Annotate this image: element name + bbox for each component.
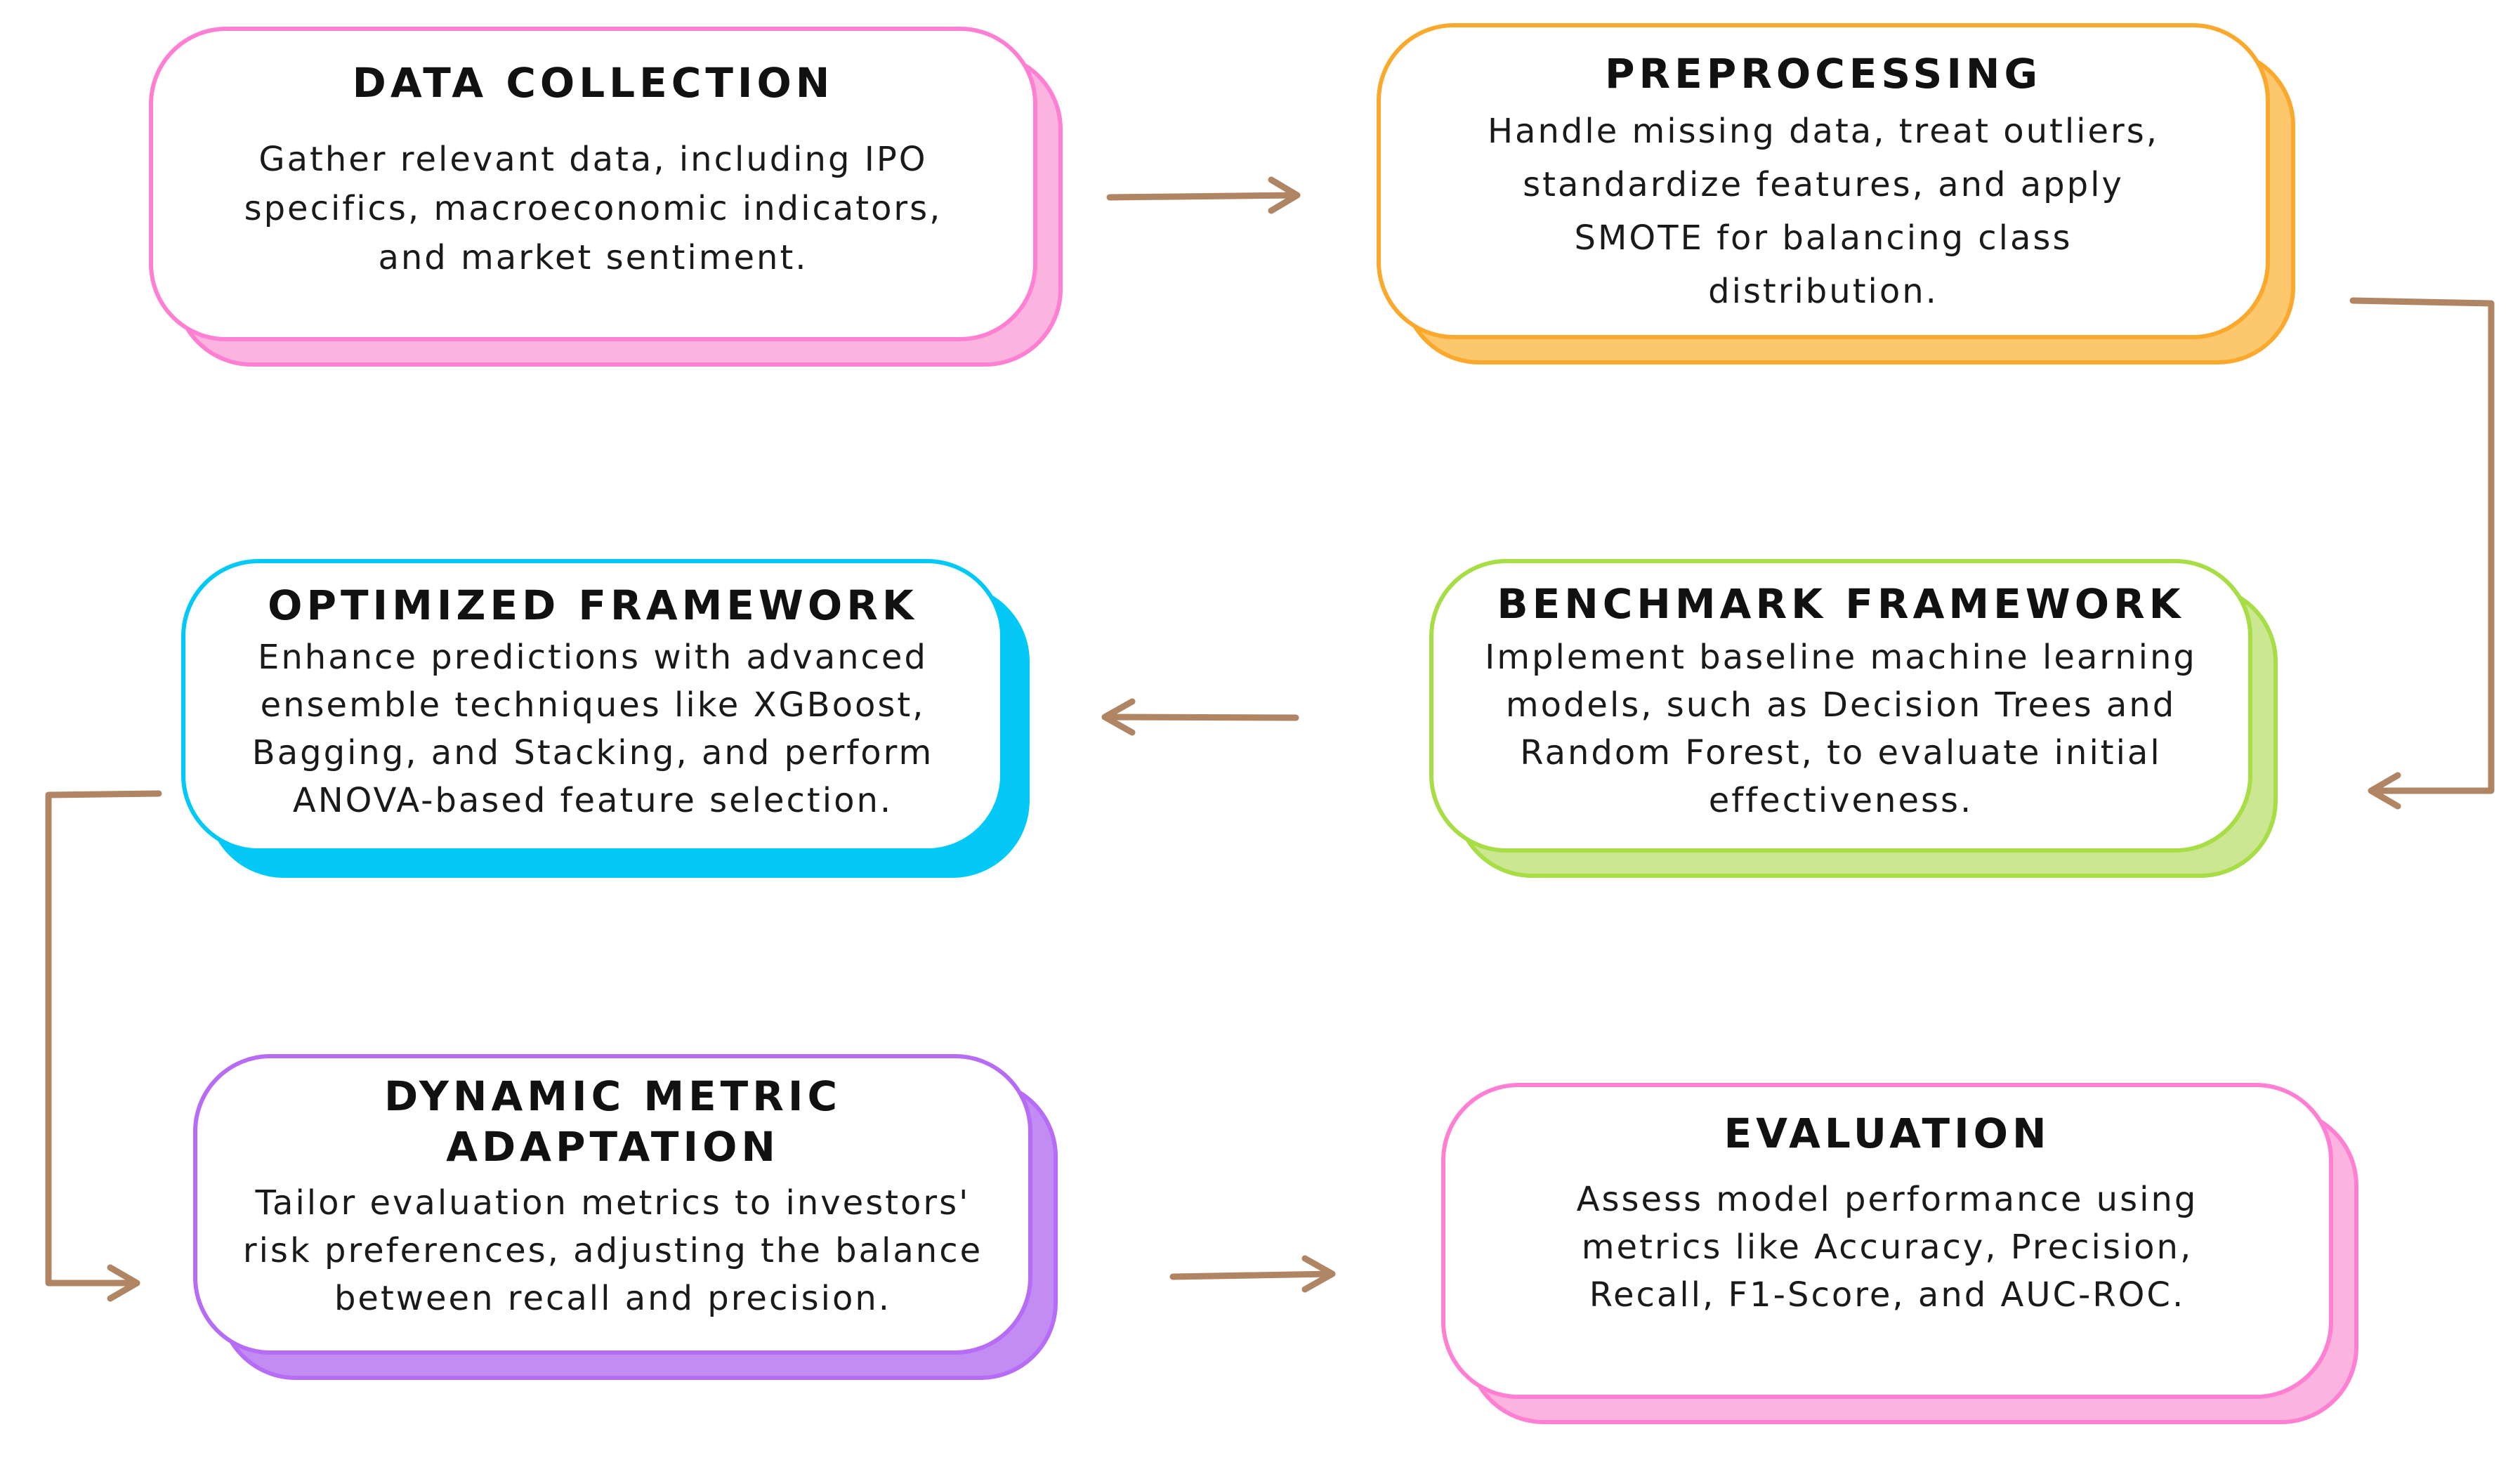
arrow-optimized-to-dynamic — [45, 790, 162, 1302]
arrow-dynamic-to-evaluation — [1169, 1255, 1336, 1293]
step-title: DATA COLLECTION — [352, 59, 834, 107]
step-title: OPTIMIZED FRAMEWORK — [268, 581, 918, 629]
arrow-preprocessing-to-benchmark — [2349, 297, 2495, 810]
card-face: DYNAMIC METRIC ADAPTATION Tailor evaluat… — [193, 1054, 1032, 1355]
card-face: PREPROCESSING Handle missing data, treat… — [1377, 23, 2270, 339]
step-title: DYNAMIC METRIC ADAPTATION — [383, 1072, 842, 1171]
card-face: EVALUATION Assess model performance usin… — [1441, 1083, 2333, 1399]
step-description: Assess model performance using metrics l… — [1576, 1180, 2198, 1315]
step-description: Tailor evaluation metrics to investors' … — [242, 1183, 983, 1318]
step-description: Handle missing data, treat outliers, sta… — [1487, 112, 2160, 311]
step-preprocessing: PREPROCESSING Handle missing data, treat… — [1377, 23, 2295, 364]
card-face: DATA COLLECTION Gather relevant data, in… — [149, 27, 1037, 341]
step-evaluation: EVALUATION Assess model performance usin… — [1441, 1083, 2358, 1424]
step-benchmark-framework: BENCHMARK FRAMEWORK Implement baseline m… — [1429, 559, 2278, 878]
step-title: EVALUATION — [1724, 1110, 2051, 1157]
arrow-collection-to-preprocessing — [1106, 176, 1301, 214]
arrow-benchmark-to-optimized — [1101, 698, 1299, 736]
step-optimized-framework: OPTIMIZED FRAMEWORK Enhance predictions … — [181, 559, 1030, 878]
step-description: Enhance predictions with advanced ensemb… — [251, 638, 934, 820]
step-dynamic-metric-adaptation: DYNAMIC METRIC ADAPTATION Tailor evaluat… — [193, 1054, 1058, 1380]
step-data-collection: DATA COLLECTION Gather relevant data, in… — [149, 27, 1063, 367]
step-title: PREPROCESSING — [1604, 50, 2042, 98]
step-title: BENCHMARK FRAMEWORK — [1497, 580, 2185, 628]
card-face: BENCHMARK FRAMEWORK Implement baseline m… — [1429, 559, 2252, 853]
step-description: Implement baseline machine learning mode… — [1485, 638, 2197, 820]
step-description: Gather relevant data, including IPO spec… — [244, 140, 943, 277]
card-face: OPTIMIZED FRAMEWORK Enhance predictions … — [181, 559, 1004, 853]
